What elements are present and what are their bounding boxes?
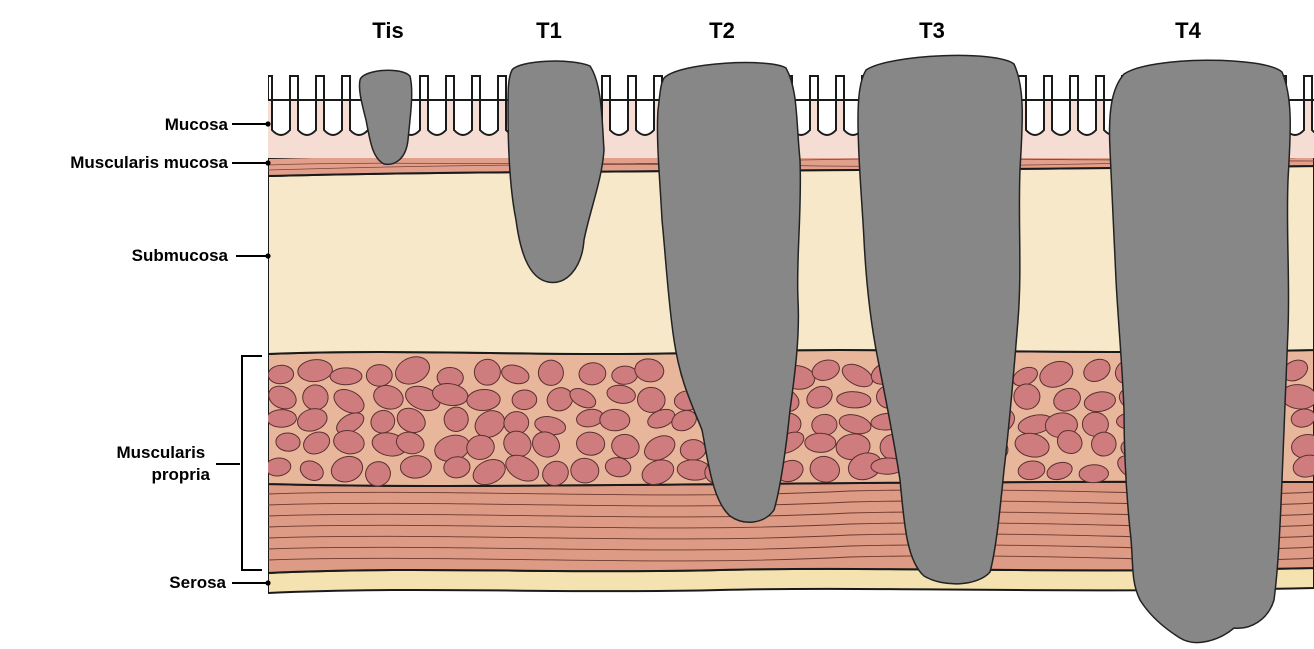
muscle-cell [330, 368, 362, 385]
layer-label-serosa: Serosa [169, 573, 226, 592]
layer-callout-serosa: Serosa [169, 573, 270, 592]
muscle-cell [366, 364, 392, 386]
layer-callout-muscularis-propria: Muscularis propria [116, 356, 262, 570]
stage-label-tis: Tis [372, 18, 403, 43]
stage-label-t3: T3 [919, 18, 945, 43]
muscle-cell [512, 390, 537, 410]
layer-label-muscularis-mucosa: Muscularis mucosa [70, 153, 228, 172]
layer-callout-mucosa: Mucosa [165, 115, 271, 134]
muscle-cell [1079, 464, 1109, 483]
muscle-cell [805, 433, 836, 453]
layer-label-muscularis-propria: Muscularis propria [116, 443, 210, 484]
stage-label-t4: T4 [1175, 18, 1201, 43]
layer-label-submucosa: Submucosa [132, 246, 229, 265]
stage-label-t2: T2 [709, 18, 735, 43]
muscle-cell [267, 409, 297, 427]
layer-callout-submucosa: Submucosa [132, 246, 271, 265]
stage-label-t1: T1 [536, 18, 562, 43]
muscularis-propria-bracket [242, 356, 262, 570]
muscle-cell [599, 409, 630, 431]
tumor-t4 [1110, 60, 1291, 642]
layer-label-mucosa: Mucosa [165, 115, 229, 134]
layer-callout-muscularis-mucosa: Muscularis mucosa [70, 153, 270, 172]
